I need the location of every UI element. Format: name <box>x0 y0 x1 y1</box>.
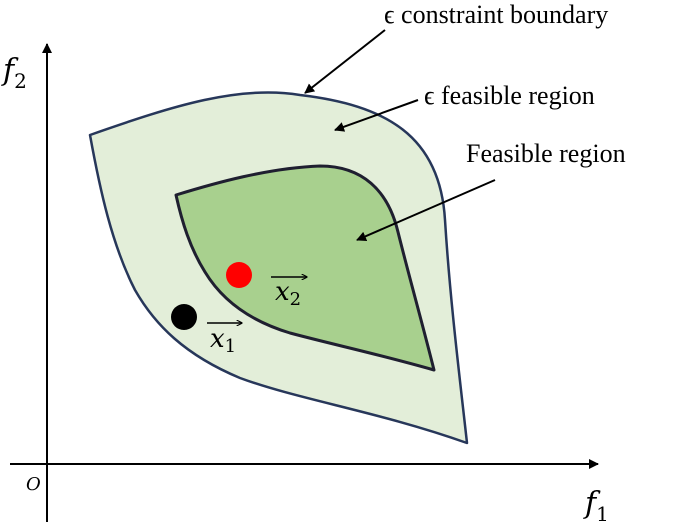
x-axis-label: f1 <box>583 486 609 525</box>
svg-text:x2: x2 <box>275 277 301 310</box>
y-axis-label: f2 <box>1 53 27 93</box>
x2-base: x <box>275 277 290 307</box>
feasible-region-arrow <box>356 179 496 241</box>
epsilon-feasible-region-arrow <box>334 99 419 132</box>
x2-sub: 2 <box>290 289 301 310</box>
feasible-region-label: Feasible region <box>466 139 626 168</box>
feasible-region <box>174 164 436 372</box>
epsilon-feasible-region-label: ϵ feasible region <box>424 81 595 110</box>
constraint-boundary-label: ϵ constraint boundary <box>384 0 608 29</box>
svg-text:x1: x1 <box>210 324 236 357</box>
point-x1-label: x1 <box>207 323 242 357</box>
x1-sub: 1 <box>225 336 236 357</box>
point-x2 <box>226 262 252 288</box>
origin-label: O <box>26 474 41 495</box>
point-x1 <box>171 304 197 330</box>
x1-base: x <box>210 324 225 354</box>
y-axis-label-sub: 2 <box>14 69 27 93</box>
x-axis-label-sub: 1 <box>596 502 609 525</box>
constraint-boundary-arrow <box>304 29 386 94</box>
point-x2-label: x2 <box>271 277 307 310</box>
